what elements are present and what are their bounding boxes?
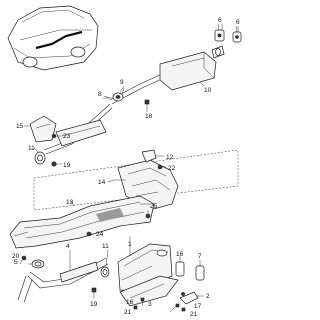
bolt-19-lower: [91, 287, 97, 298]
callout-22: 22: [168, 165, 176, 172]
bracket-12: [141, 149, 164, 163]
callout-12: 12: [166, 154, 174, 161]
nut-19: [51, 161, 57, 167]
callout-24: 24: [96, 231, 104, 238]
exhaust-system-diagram: 6 6 9 8 10 18 15 23 11 19 12 22 14 13 25…: [7, 5, 242, 318]
nut-20: [21, 255, 27, 261]
catalytic-converter: [117, 236, 179, 307]
callout-7: 7: [198, 253, 202, 260]
callout-13: 13: [66, 199, 74, 206]
leader-lines: [19, 24, 239, 313]
gasket-11-lower: [100, 266, 110, 278]
callout-16a: 16: [176, 251, 184, 258]
bolt-22: [157, 164, 166, 170]
flange-joint-9: [103, 87, 125, 102]
callout-5: 5: [14, 259, 18, 266]
hanger-7: [195, 260, 205, 281]
callout-16b: 16: [126, 299, 134, 306]
callout-10: 10: [204, 87, 212, 94]
front-pipe: [17, 257, 109, 303]
bolt-18: [144, 99, 150, 112]
callout-labels: 6 6 9 8 10 18 15 23 11 19 12 22 14 13 25…: [12, 17, 240, 318]
bracket-2: [179, 291, 204, 305]
callout-3: 3: [148, 301, 152, 308]
callout-6b: 6: [236, 19, 240, 26]
bolt-25: [145, 210, 151, 219]
callout-6a: 6: [218, 17, 222, 24]
callout-18: 18: [145, 113, 153, 120]
rear-muffler: [109, 45, 225, 105]
gasket-5: [31, 259, 45, 269]
callout-9: 9: [120, 79, 124, 86]
heat-shield-upper: [29, 115, 57, 143]
car-illustration: [7, 5, 99, 71]
bolt-17: [175, 303, 180, 308]
callout-20: 20: [12, 253, 20, 260]
callout-15: 15: [16, 123, 24, 130]
callout-2: 2: [206, 293, 210, 300]
callout-11a: 11: [28, 145, 35, 152]
callout-23: 23: [63, 133, 71, 140]
gasket-11: [34, 151, 46, 165]
callout-21b: 21: [190, 311, 198, 318]
bolt-24: [86, 231, 94, 237]
callout-8: 8: [98, 91, 102, 98]
assembly-boundary: [33, 149, 239, 211]
callout-25: 25: [150, 203, 158, 210]
callout-19b: 19: [90, 301, 98, 308]
callout-11b: 11: [102, 243, 109, 250]
callout-17: 17: [194, 303, 202, 310]
heat-shield-13: [9, 195, 155, 249]
callout-19a: 19: [63, 162, 71, 169]
hanger-16: [175, 256, 185, 277]
callout-21a: 21: [124, 309, 132, 316]
rubber-hanger-top: [214, 23, 242, 43]
callout-14: 14: [98, 179, 106, 186]
callout-4: 4: [66, 243, 70, 250]
bolts-lower: [133, 297, 186, 312]
center-pipe: [43, 103, 113, 155]
callout-1: 1: [128, 241, 132, 248]
